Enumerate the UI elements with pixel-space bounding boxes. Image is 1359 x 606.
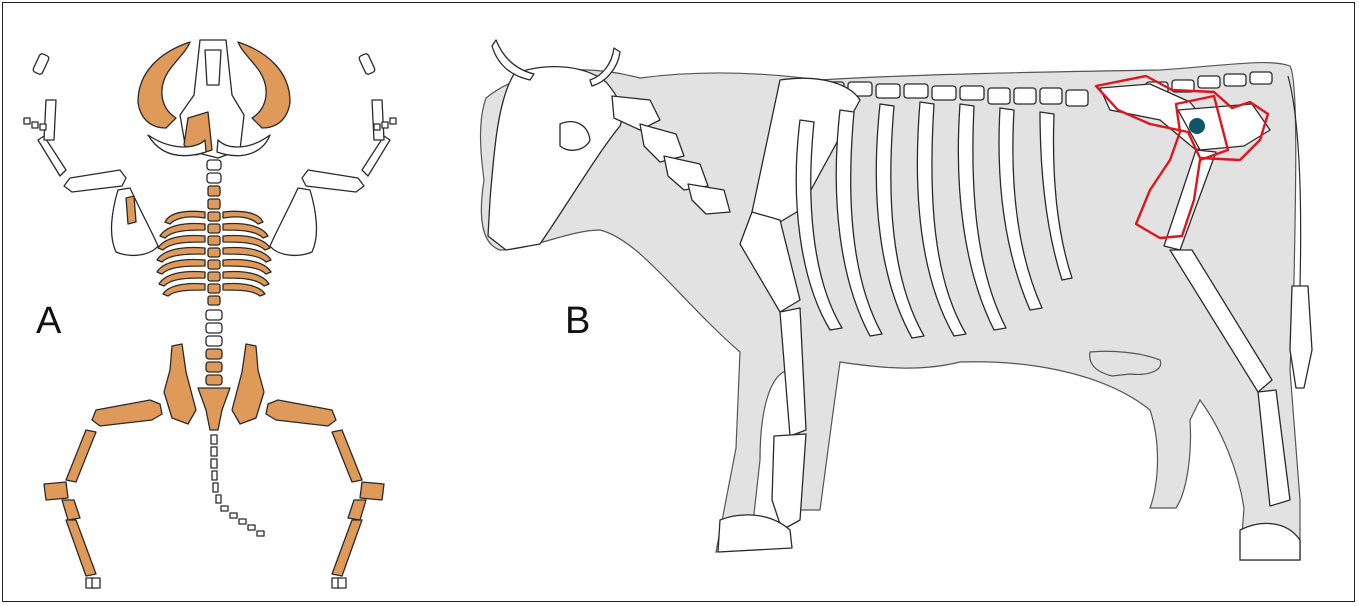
dot-marker-icon (1189, 118, 1205, 134)
panel-a-label: A (36, 302, 61, 340)
panel-b-label: B (565, 302, 590, 340)
tail-brush (1290, 286, 1312, 388)
